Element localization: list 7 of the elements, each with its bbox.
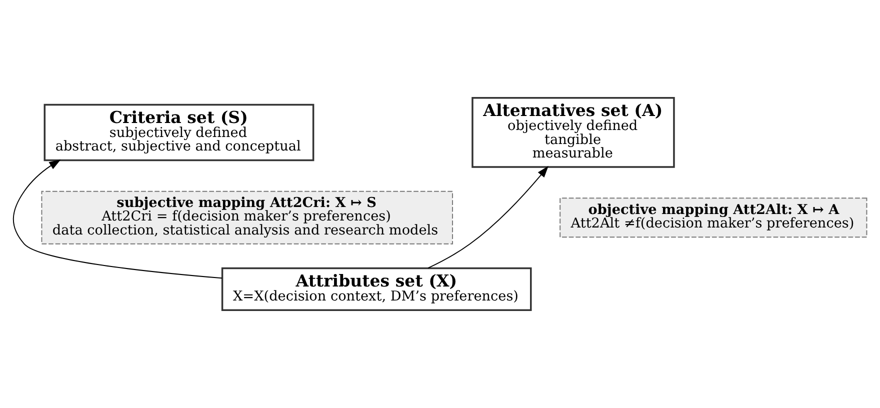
arrow — [12, 160, 223, 279]
node-box: subjective mapping Att2Cri: X ↦ S Att2Cri = f(decision maker’s preferences) data collection, statistical analysis and research models — [41, 190, 453, 244]
node-box: Alternatives set (A) objectively defined tangible measurable — [472, 97, 675, 168]
arrow — [428, 166, 548, 269]
node-box: Attributes set (X) X=X(decision context, DM’s preferences) — [221, 267, 532, 311]
node-box: Criteria set (S) subjectively defined abstract, subjective and conceptual — [44, 104, 314, 162]
node-box: objective mapping Att2Alt: X ↦ A Att2Alt ≠f(decision maker’s preferences) — [560, 198, 868, 238]
